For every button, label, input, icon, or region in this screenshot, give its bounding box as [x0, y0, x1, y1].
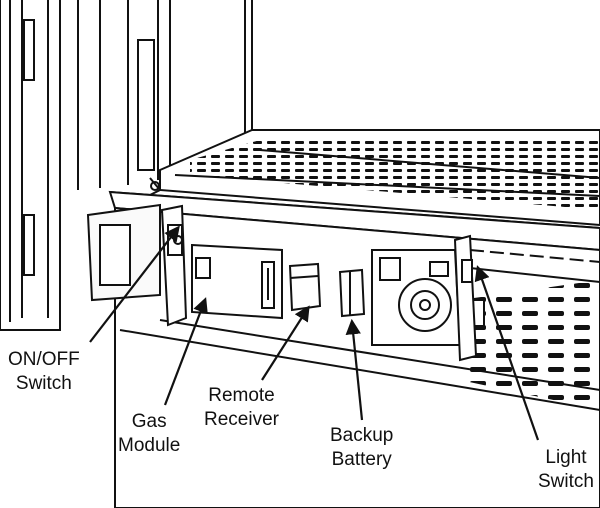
- on-off-switch-line1: ON/OFF: [8, 349, 80, 370]
- firebox-frame: [0, 0, 253, 331]
- light-switch-leader: [474, 265, 540, 441]
- remote-receiver-line1: Remote: [208, 385, 275, 406]
- backup-battery-box: [338, 268, 366, 318]
- backup-battery-line2: Battery: [331, 449, 392, 470]
- leader-arrows: [89, 225, 540, 441]
- label-remote-receiver: Remote Receiver: [204, 384, 279, 432]
- on-off-switch-leader: [89, 225, 180, 343]
- remote-receiver-line2: Receiver: [204, 409, 279, 430]
- remote-receiver-leader: [261, 305, 310, 381]
- backup-battery-line1: Backup: [330, 425, 394, 446]
- label-on-off-switch: ON/OFF Switch: [8, 348, 80, 396]
- light-switch-line2: Switch: [538, 471, 594, 492]
- label-light-switch: Light Switch: [538, 446, 594, 494]
- light-switch-bracket: [453, 234, 478, 362]
- gas-module-leader: [163, 297, 208, 406]
- light-switch-line1: Light: [545, 447, 587, 468]
- gas-module-box: [191, 243, 283, 320]
- remote-receiver-box: [288, 262, 322, 312]
- ember-bed-grate: [109, 129, 600, 229]
- backup-battery-leader: [345, 318, 364, 421]
- label-backup-battery: Backup Battery: [330, 424, 393, 472]
- gas-module-line1: Gas: [131, 411, 167, 432]
- gas-valve: [371, 249, 485, 346]
- gas-module-line2: Module: [118, 435, 181, 456]
- label-gas-module: Gas Module: [118, 410, 180, 458]
- on-off-switch-line2: Switch: [15, 373, 72, 394]
